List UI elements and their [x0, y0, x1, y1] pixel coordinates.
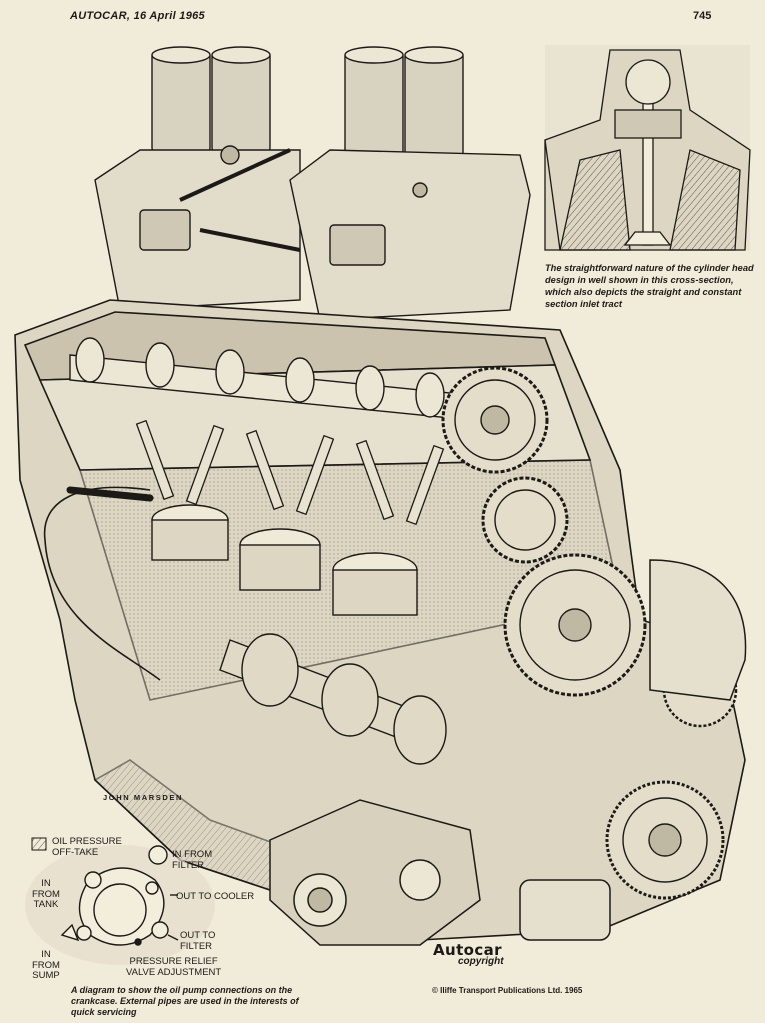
label-in-from-filter: IN FROM FILTER [172, 849, 213, 871]
inset-caption: The straightforward nature of the cylind… [545, 263, 754, 309]
pistons [151, 504, 418, 616]
label-pressure-relief-valve: PRESSURE RELIEF VALVE ADJUSTMENT [126, 956, 222, 978]
valves [135, 419, 445, 526]
copyright-notice: © Iliffe Transport Publications Ltd. 196… [432, 986, 583, 995]
oil-pump-diagram [25, 837, 215, 965]
label-oil-pressure-off-take: OIL PRESSURE OFF-TAKE [52, 836, 122, 858]
label-out-to-filter: OUT TO FILTER [180, 930, 216, 952]
label-out-to-cooler: OUT TO COOLER [176, 891, 255, 902]
label-in-from-sump: IN FROM SUMP [32, 949, 60, 981]
oil-diagram-caption: A diagram to show the oil pump connectio… [71, 985, 299, 1017]
carburettor-trumpets [151, 46, 464, 163]
page-number: 745 [693, 10, 712, 22]
crankshaft [219, 633, 447, 765]
carburettor-bodies [94, 145, 531, 321]
gearbox-casing [519, 559, 747, 941]
label-in-from-tank: IN FROM TANK [32, 878, 60, 910]
autocar-brand: Autocar [433, 941, 502, 959]
cylinder-head-cross-section [544, 45, 751, 251]
artist-signature: JOHN MARSDEN [103, 793, 184, 802]
oil-pump-housing [269, 799, 481, 946]
timing-gears [441, 366, 738, 900]
page-header-title: AUTOCAR, 16 April 1965 [70, 10, 205, 22]
brand-copyright-word: copyright [458, 956, 504, 967]
camshaft [69, 337, 471, 421]
